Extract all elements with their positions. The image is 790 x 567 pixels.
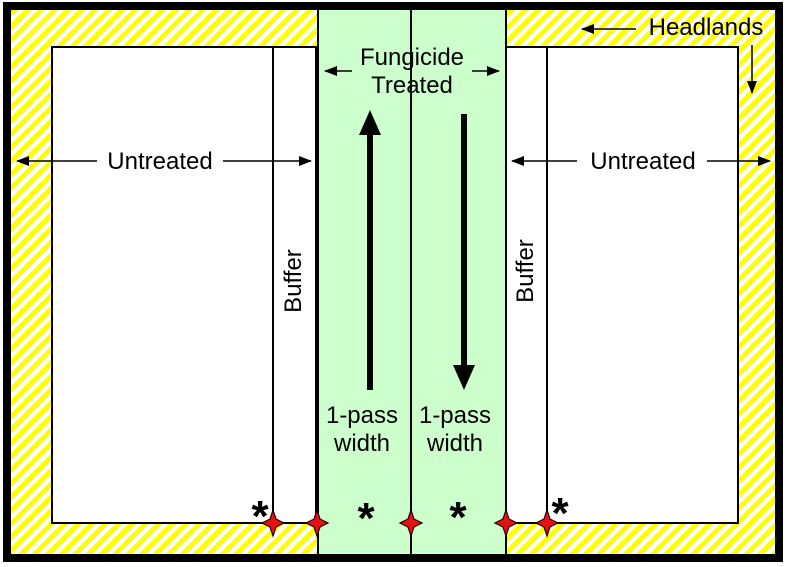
fungicide-treated-strip: [317, 10, 507, 554]
pass-width-label-right-line1: 1-pass: [418, 402, 492, 429]
buffer-divider-right: [546, 46, 548, 524]
pass-width-label-left: 1-pass width: [314, 402, 410, 458]
pass-divider-line: [410, 10, 412, 554]
buffer-divider-left: [272, 46, 274, 524]
pass-width-label-right-line2: width: [426, 430, 484, 457]
fungicide-treated-label-line1: Fungicide: [359, 44, 465, 71]
fungicide-treated-label: Fungicide Treated: [332, 44, 492, 100]
buffer-label-right: Buffer: [512, 239, 539, 303]
asterisk-marker-2: *: [357, 494, 375, 543]
untreated-label-right: Untreated: [590, 148, 696, 175]
fungicide-treated-label-line2: Treated: [371, 72, 453, 99]
asterisk-marker-4: *: [551, 489, 569, 538]
asterisk-marker-1: *: [251, 492, 269, 541]
untreated-plot-right: [505, 46, 739, 524]
pass-width-label-right: 1-pass width: [407, 402, 503, 458]
pass-width-label-left-line2: width: [333, 430, 391, 457]
asterisk-marker-3: *: [449, 493, 467, 542]
buffer-label-left: Buffer: [280, 249, 307, 313]
untreated-label-left: Untreated: [107, 148, 213, 175]
headlands-label: Headlands: [648, 14, 764, 41]
pass-width-label-left-line1: 1-pass: [325, 402, 399, 429]
untreated-plot-left: [51, 46, 317, 524]
